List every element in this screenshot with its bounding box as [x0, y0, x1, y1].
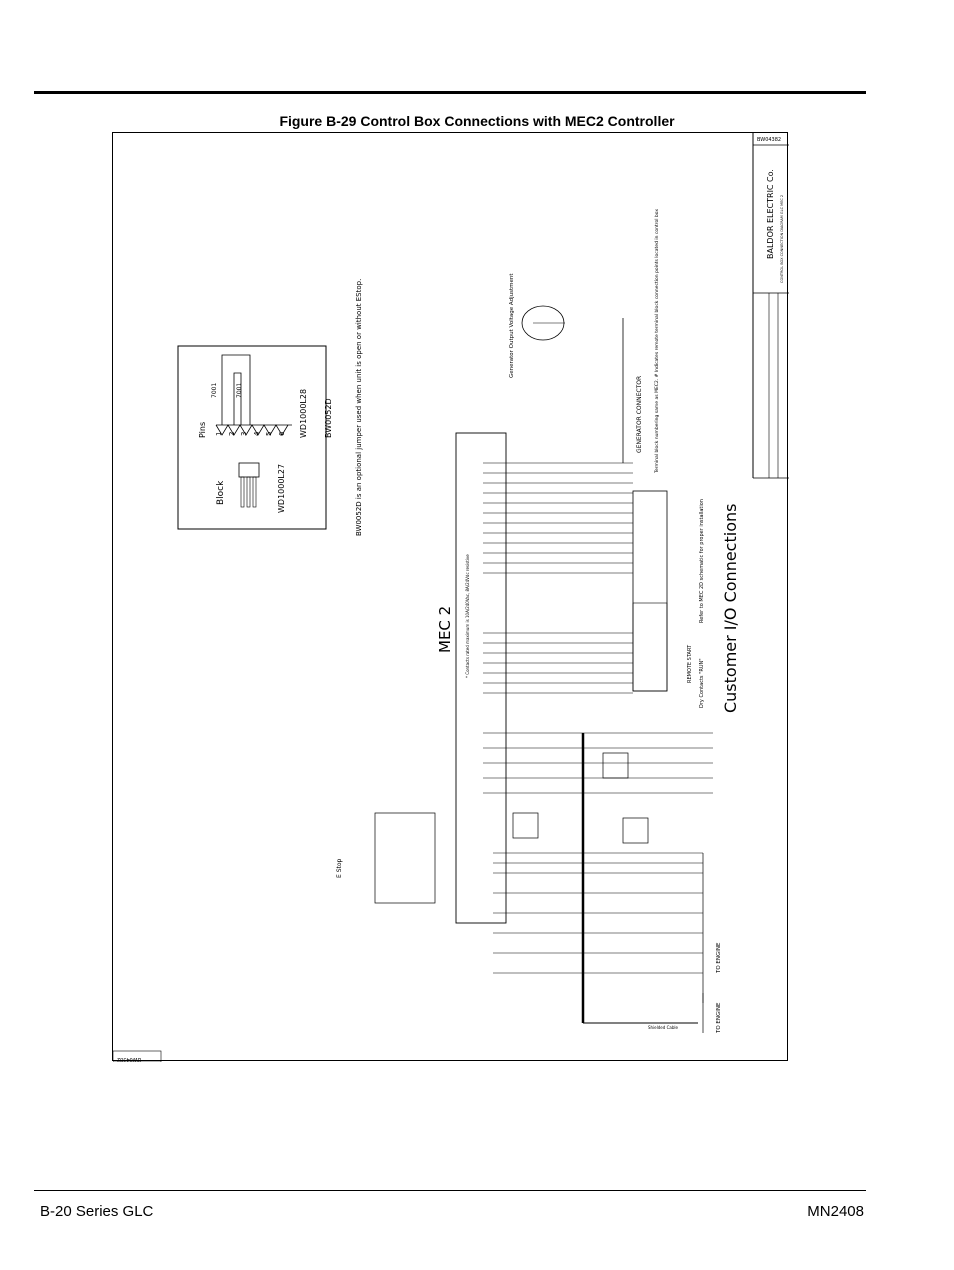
generator-output-label: Generator Output Voltage Adjustment — [509, 273, 515, 378]
inset-part-b: WD1000L28 — [299, 389, 308, 438]
remote-start-label: REMOTE START — [687, 644, 693, 683]
customer-terminal-strip: Customer I/O Connections Refer to MEC 2D… — [632, 490, 740, 713]
schematic-svg: BW04382 BALDOR ELECTRIC Co. CONTROL BOX … — [113, 133, 789, 1062]
engine-connectors: TO ENGINE TO ENGINE Shielded Cable — [581, 733, 722, 1034]
footer-right: MN2408 — [807, 1203, 864, 1220]
title-block: BW04382 BALDOR ELECTRIC Co. CONTROL BOX … — [752, 133, 789, 479]
dry-contacts-label: Dry Contacts "RUN" — [699, 658, 705, 708]
estop-section: E Stop — [336, 752, 649, 904]
inset-pins-label: Pins — [198, 422, 207, 438]
bottom-rule — [34, 1190, 866, 1191]
estop-label: E Stop — [336, 858, 343, 878]
to-engine-label-1: TO ENGINE — [716, 942, 722, 974]
svg-text:3: 3 — [240, 432, 248, 436]
schematic-drawing: BW04382 BALDOR ELECTRIC Co. CONTROL BOX … — [112, 132, 789, 1062]
controller-label: MEC 2 — [436, 606, 454, 653]
inset-block-label: Block — [216, 480, 226, 505]
inset-wire-a: 7001 — [211, 383, 218, 398]
svg-text:2: 2 — [228, 432, 236, 436]
svg-text:6: 6 — [278, 431, 286, 436]
mec2-controller: MEC 2 * Contacts rated maximum is 10A/24… — [436, 432, 507, 924]
figure-title: Figure B-29 Control Box Connections with… — [279, 113, 675, 129]
refer-note: Refer to MEC 2D schematic for proper ins… — [699, 499, 705, 623]
inset-pin-numbers: 1 2 3 4 5 6 — [215, 431, 286, 436]
footer-left: B-20 Series GLC — [40, 1203, 154, 1220]
company-name: BALDOR ELECTRIC Co. — [766, 169, 775, 259]
terminal-note: Terminal block numbering same as MEC2. #… — [654, 209, 660, 474]
wire-bundle — [483, 462, 713, 974]
jumper-inset: Pins Block 1 2 3 4 5 6 7001 7001 WD1000L… — [177, 279, 363, 536]
inset-note: BW0052D is an optional jumper used when … — [355, 279, 363, 536]
inset-wire-b: 7001 — [236, 383, 243, 398]
shielded-cable-label: Shielded Cable — [648, 1025, 678, 1030]
generator-connector-label: GENERATOR CONNECTOR — [636, 376, 643, 453]
drawing-id-bottom: BW04382 — [117, 1056, 141, 1062]
inset-part-c: BW0052D — [324, 398, 333, 438]
drawing-id-top: BW04382 — [757, 137, 781, 143]
svg-text:1: 1 — [215, 432, 223, 436]
to-engine-label-2: TO ENGINE — [716, 1002, 722, 1034]
drawing-description: CONTROL BOX CONNECTION DIAGRAM GLC MEC 2 — [780, 195, 784, 283]
top-rule — [34, 91, 866, 94]
customer-io-label: Customer I/O Connections — [721, 504, 740, 713]
inset-part-a: WD1000L27 — [277, 464, 286, 513]
generator-connector: GENERATOR CONNECTOR Generator Output Vol… — [509, 209, 660, 474]
contacts-note: * Contacts rated maximum is 10A/240Vac, … — [465, 554, 470, 678]
